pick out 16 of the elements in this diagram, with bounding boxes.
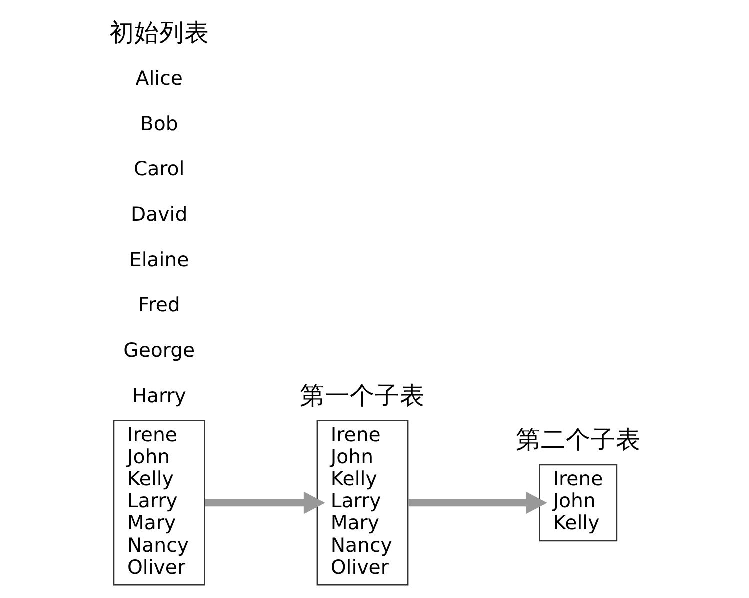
label: Harry xyxy=(132,384,186,408)
node-box: Irene John Kelly Larry Mary Nancy Oliver xyxy=(112,420,205,586)
label: 第一个子表 xyxy=(300,380,425,410)
label: Carol xyxy=(133,158,184,181)
label: Alice xyxy=(135,66,182,90)
node-box: Irene John Kelly xyxy=(538,464,618,542)
label: Fred xyxy=(138,294,180,317)
label: Bob xyxy=(140,112,178,136)
arrow xyxy=(204,492,325,514)
arrow xyxy=(408,492,547,514)
label: George xyxy=(123,338,195,362)
label: 第二个子表 xyxy=(515,424,640,454)
label: Elaine xyxy=(128,248,189,272)
label: David xyxy=(130,202,188,226)
node-box: Irene John Kelly Larry Mary Nancy Oliver xyxy=(316,420,408,586)
label: 初始列表 xyxy=(108,18,209,48)
